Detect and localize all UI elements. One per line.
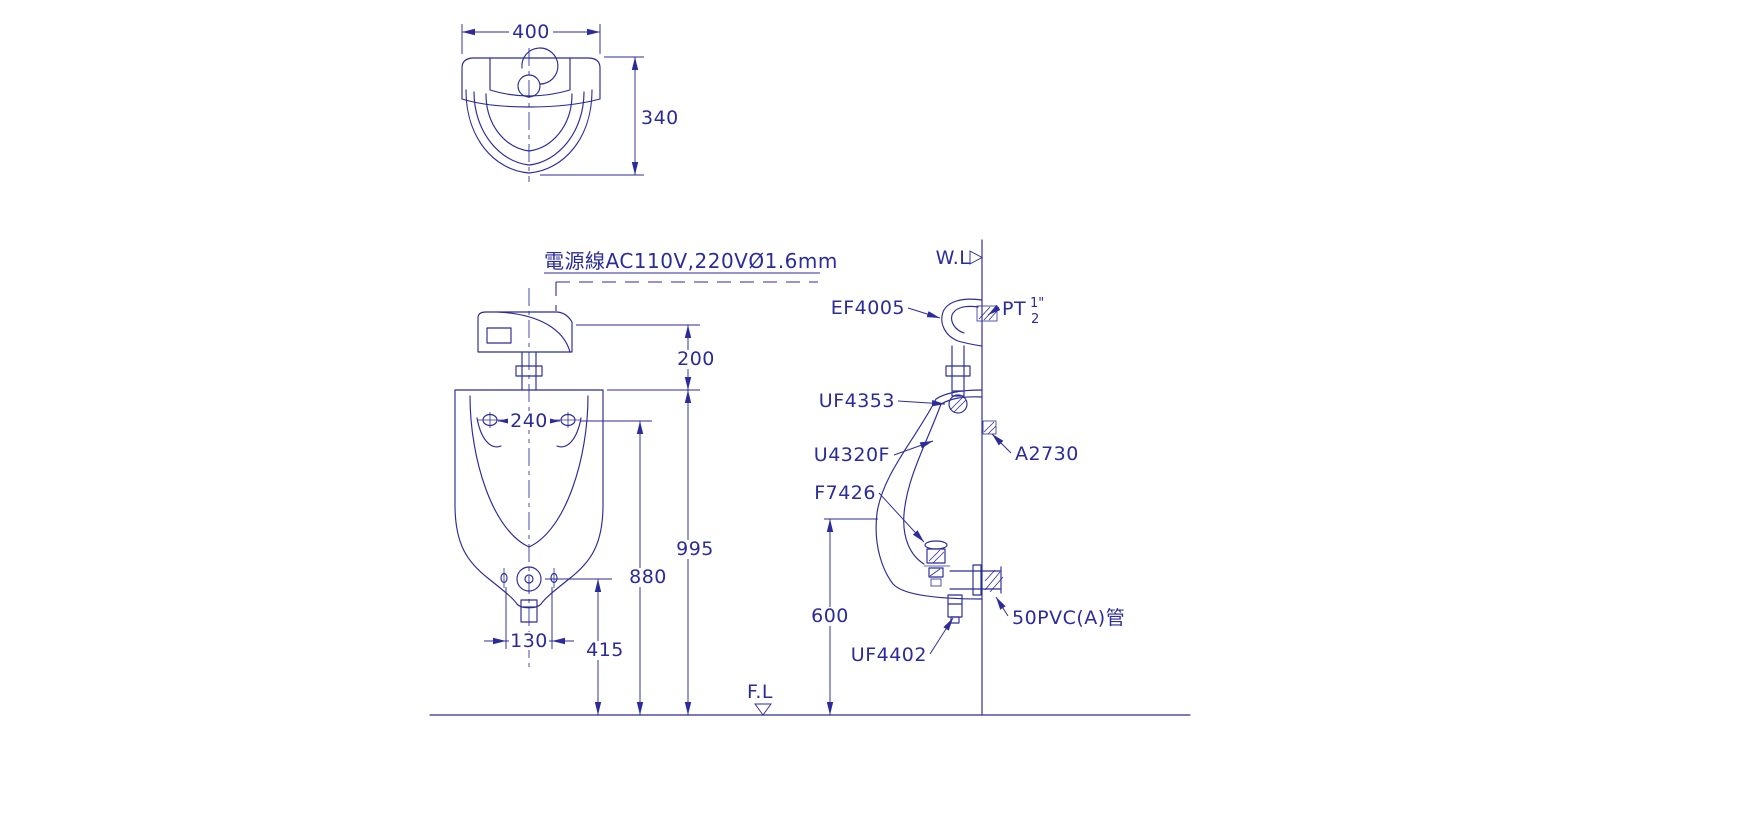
pt-leader <box>987 304 1001 316</box>
flush-valve-model-label: EF4005 <box>831 297 905 319</box>
drain-pipe-label: 50PVC(A)管 <box>1012 607 1125 629</box>
f7426-leader <box>878 492 925 543</box>
dim-200: 200 <box>576 324 716 391</box>
dim-200-text: 200 <box>677 348 715 370</box>
urinal-side-profile: U4320F <box>814 389 983 600</box>
flush-valve-side: EF4005 <box>831 297 983 391</box>
dim-240: 240 <box>498 410 560 432</box>
strainer-model-label: F7426 <box>814 482 876 504</box>
wall-level-label: W.L <box>936 247 971 269</box>
front-view: 電源線AC110V,220VØ1.6mm <box>454 249 838 716</box>
dim-880-text: 880 <box>629 566 667 588</box>
dim-600: 600 <box>809 518 878 715</box>
trap-uf4402: UF4402 <box>851 594 963 666</box>
dim-600-text: 600 <box>811 605 849 627</box>
uf4353-leader <box>897 399 946 407</box>
adapter-model-label: A2730 <box>1015 443 1079 465</box>
mount-hole-right <box>555 412 581 428</box>
dim-415: 415 <box>545 578 625 715</box>
mount-hole-left <box>477 412 503 428</box>
pt-frac-num: 1" <box>1030 296 1044 311</box>
pvc-leader <box>995 596 1009 617</box>
supply-pt-fitting: PT 1" 2 <box>976 296 1044 327</box>
floor-level-label: F.L <box>747 681 773 703</box>
strainer-f7426: F7426 <box>814 482 950 587</box>
spud-model-label: UF4353 <box>819 390 895 412</box>
dim-130-text: 130 <box>510 630 548 652</box>
pt-frac-den: 2 <box>1031 312 1039 327</box>
a2730-leader <box>991 433 1012 454</box>
dim-240-text: 240 <box>510 410 548 432</box>
outlet-pipe-50pvc: 50PVC(A)管 <box>949 564 1125 629</box>
dim-340-text: 340 <box>641 107 679 129</box>
wall-level-triangle-icon <box>969 250 983 265</box>
dim-400: 400 <box>461 21 601 54</box>
dim-995: 995 <box>675 390 715 715</box>
u4320f-leader <box>893 440 934 456</box>
spud-uf4353: UF4353 <box>819 390 968 414</box>
power-cable: 電源線AC110V,220VØ1.6mm <box>544 249 838 311</box>
dim-415-text: 415 <box>586 639 624 661</box>
urinal-front <box>454 288 604 668</box>
top-view-urinal-outline <box>461 47 601 182</box>
ef4005-leader <box>907 307 941 319</box>
dim-130: 130 <box>484 587 574 652</box>
flush-valve-front <box>477 311 573 391</box>
dim-340: 340 <box>540 56 679 176</box>
dim-880: 880 <box>580 420 668 715</box>
urinal-model-label: U4320F <box>814 444 890 466</box>
bolt-left <box>500 568 508 588</box>
dim-995-text: 995 <box>676 538 714 560</box>
adapter-a2730: A2730 <box>982 420 1079 465</box>
bolt-right <box>550 568 558 588</box>
side-view: W.L EF4005 PT 1" 2 <box>809 239 1125 716</box>
dim-400-text: 400 <box>512 21 550 43</box>
trap-model-label: UF4402 <box>851 644 927 666</box>
floor-level-marker: F.L <box>747 681 773 716</box>
power-cable-label: 電源線AC110V,220VØ1.6mm <box>544 249 838 273</box>
uf4402-leader <box>929 617 954 655</box>
floor-level-triangle-icon <box>754 703 772 716</box>
top-view-plan: 400 340 <box>461 21 679 182</box>
wall-level-marker: W.L <box>936 247 983 269</box>
sensor-window <box>486 327 512 344</box>
pt-label: PT <box>1002 298 1026 320</box>
